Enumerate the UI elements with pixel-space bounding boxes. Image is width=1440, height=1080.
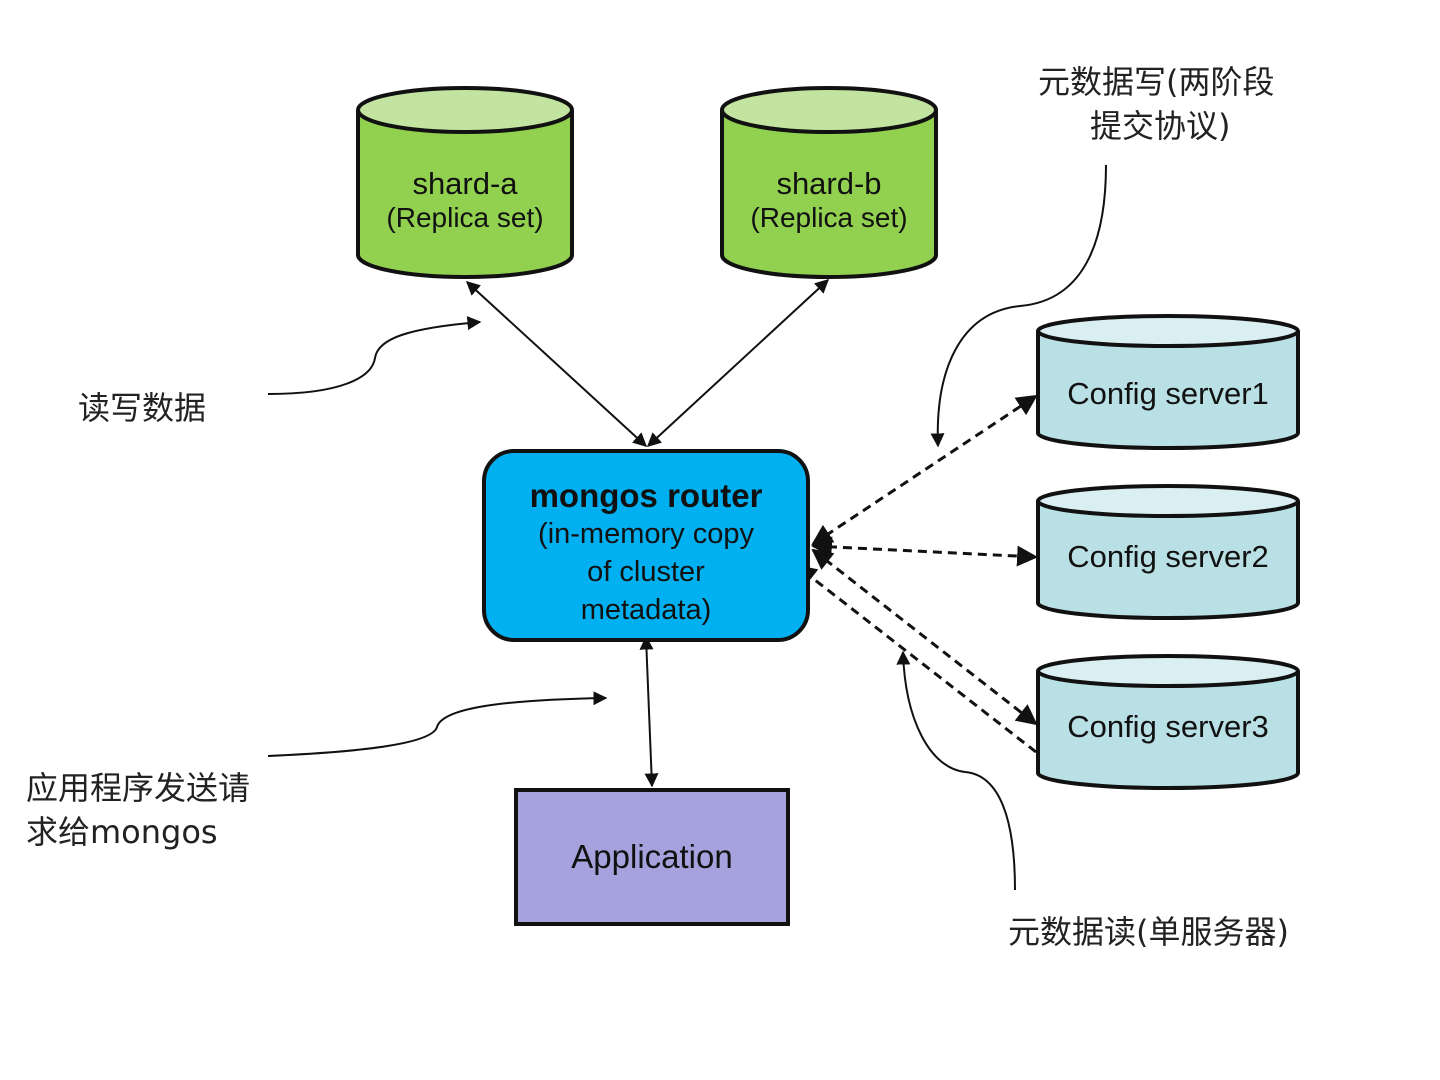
router-line3: metadata) xyxy=(580,594,712,626)
app-request-annotation-line1: 应用程序发送请 xyxy=(26,769,251,807)
config-server3-cylinder xyxy=(1036,654,1300,790)
mongos-router-box: mongos router (in-memory copy of cluster… xyxy=(482,449,810,642)
config-server2-cylinder xyxy=(1036,484,1300,620)
app-request-callout xyxy=(267,691,608,757)
router-application-arrow xyxy=(639,635,659,788)
config-server1-cylinder xyxy=(1036,314,1300,450)
router-line2: of cluster xyxy=(587,556,705,588)
shard-b-name: shard-b xyxy=(776,166,882,201)
meta-write-annotation-line1: 元数据写(两阶段 xyxy=(1038,63,1275,101)
shard-a-name: shard-a xyxy=(412,166,518,201)
shard-b-label: shard-b (Replica set) xyxy=(722,166,936,234)
config-server2-label: Config server2 xyxy=(1067,539,1269,574)
router-title: mongos router xyxy=(529,477,763,514)
config-server3-label: Config server3 xyxy=(1067,709,1269,744)
meta-write-annotation-line2: 提交协议) xyxy=(1090,107,1231,145)
shard-b-router-arrow xyxy=(646,279,830,447)
router-line1: (in-memory copy xyxy=(538,518,754,550)
router-config1-dashed-arrow xyxy=(811,394,1038,546)
shard-a-sub: (Replica set) xyxy=(386,201,544,233)
config3-router-read-dashed-arrow xyxy=(795,564,1037,754)
application-label: Application xyxy=(571,838,733,875)
app-request-annotation-line2: 求给mongos xyxy=(26,813,218,851)
router-config3-dashed-arrow xyxy=(811,548,1038,726)
read-write-callout xyxy=(267,316,482,395)
router-config2-dashed-arrow xyxy=(810,536,1039,567)
shard-a-label: shard-a (Replica set) xyxy=(358,166,572,234)
read-write-annotation: 读写数据 xyxy=(78,389,207,427)
shard-b-sub: (Replica set) xyxy=(750,201,908,233)
meta-read-callout xyxy=(896,650,1016,891)
meta-read-annotation: 元数据读(单服务器) xyxy=(1008,913,1289,951)
config-server1-label: Config server1 xyxy=(1067,376,1269,411)
application-box: Application xyxy=(514,788,790,926)
shard-b-cylinder xyxy=(720,86,938,279)
meta-write-callout xyxy=(930,164,1107,448)
shard-a-router-arrow xyxy=(465,281,648,447)
shard-a-cylinder xyxy=(356,86,574,279)
